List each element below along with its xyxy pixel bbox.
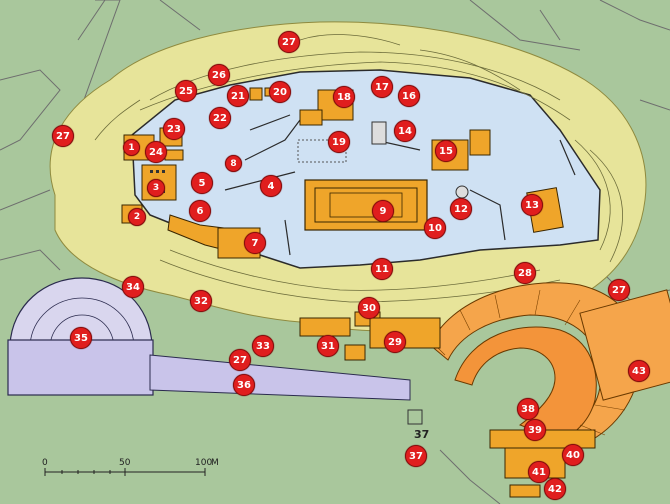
monument-37-label: 37: [414, 428, 430, 441]
scale-label-unit: M: [211, 458, 219, 468]
road-west-2: [0, 69, 61, 151]
marker-38[interactable]: 38: [517, 398, 539, 420]
marker-4[interactable]: 4: [260, 175, 282, 197]
scale-label-zero: 0: [42, 458, 48, 468]
marker-31[interactable]: 31: [317, 335, 339, 357]
marker-5[interactable]: 5: [191, 172, 213, 194]
marker-32[interactable]: 32: [190, 290, 212, 312]
marker-10[interactable]: 10: [424, 217, 446, 239]
marker-27-east[interactable]: 27: [608, 279, 630, 301]
marker-18[interactable]: 18: [333, 86, 355, 108]
marker-13[interactable]: 13: [521, 194, 543, 216]
stoa-of-eumenes: [149, 354, 411, 401]
marker-35[interactable]: 35: [70, 327, 92, 349]
marker-27-west[interactable]: 27: [52, 125, 74, 147]
marker-17[interactable]: 17: [371, 76, 393, 98]
marker-21[interactable]: 21: [227, 85, 249, 107]
marker-14[interactable]: 14: [394, 120, 416, 142]
marker-19[interactable]: 19: [328, 131, 350, 153]
marker-39[interactable]: 39: [524, 419, 546, 441]
marker-30[interactable]: 30: [358, 297, 380, 319]
marker-20[interactable]: 20: [269, 81, 291, 103]
marker-15[interactable]: 15: [435, 140, 457, 162]
marker-25[interactable]: 25: [175, 80, 197, 102]
parthenon: [304, 179, 428, 231]
small-monument: [407, 409, 423, 425]
marker-3[interactable]: 3: [147, 179, 165, 197]
marker-6[interactable]: 6: [189, 200, 211, 222]
odeion-of-pericles: [579, 289, 670, 401]
marker-28[interactable]: 28: [514, 262, 536, 284]
marker-29[interactable]: 29: [384, 331, 406, 353]
marker-43[interactable]: 43: [628, 360, 650, 382]
marker-2[interactable]: 2: [128, 208, 146, 226]
scale-label-mid: 50: [119, 458, 131, 468]
scale-label-end: 100: [195, 458, 213, 468]
old-temple-foundation: [297, 139, 347, 163]
marker-40[interactable]: 40: [562, 444, 584, 466]
marker-34[interactable]: 34: [122, 276, 144, 298]
marker-24[interactable]: 24: [145, 141, 167, 163]
marker-36[interactable]: 36: [233, 374, 255, 396]
marker-27-south[interactable]: 27: [229, 349, 251, 371]
marker-9[interactable]: 9: [372, 200, 394, 222]
marker-1[interactable]: 1: [123, 139, 140, 156]
marker-27-north[interactable]: 27: [278, 31, 300, 53]
marker-12[interactable]: 12: [450, 198, 472, 220]
marker-7[interactable]: 7: [244, 232, 266, 254]
marker-22[interactable]: 22: [209, 107, 231, 129]
cliff-contours: [94, 34, 623, 303]
marker-11[interactable]: 11: [371, 258, 393, 280]
marker-26[interactable]: 26: [208, 64, 230, 86]
scale-bar: [44, 468, 206, 476]
odeion-of-herodes-atticus: [7, 277, 154, 396]
marker-8[interactable]: 8: [225, 155, 242, 172]
altar: [371, 121, 387, 145]
marker-23[interactable]: 23: [163, 118, 185, 140]
marker-41[interactable]: 41: [528, 461, 550, 483]
marker-37[interactable]: 37: [405, 445, 427, 467]
roma-temple: [455, 185, 469, 199]
marker-16[interactable]: 16: [398, 85, 420, 107]
marker-42[interactable]: 42: [544, 478, 566, 500]
marker-33[interactable]: 33: [252, 335, 274, 357]
